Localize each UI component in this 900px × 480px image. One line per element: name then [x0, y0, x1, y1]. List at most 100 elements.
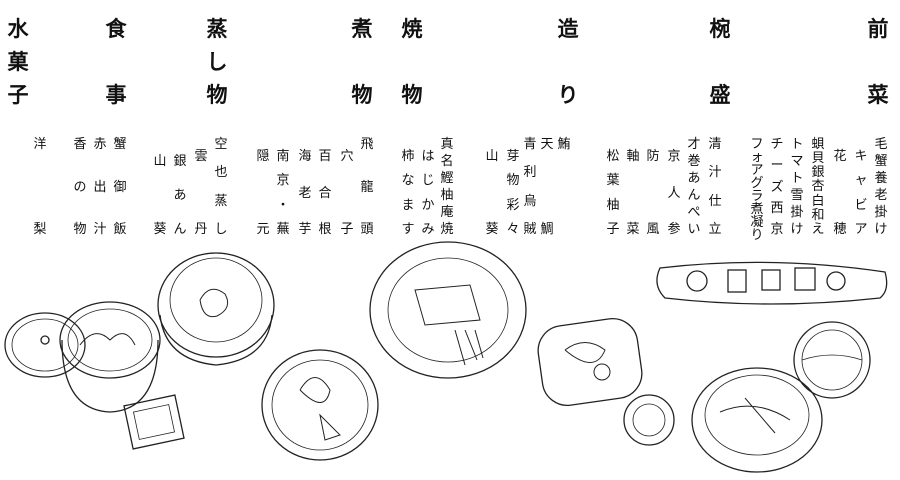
menu-item: 花穂	[831, 150, 849, 236]
menu-char: 蛽	[811, 137, 825, 152]
menu-item: チーズ西京	[768, 138, 786, 236]
menu-char: ラ	[750, 189, 764, 204]
menu-char: は	[421, 149, 435, 164]
menu-char: な	[401, 173, 415, 189]
heading-wanmori-2: 盛	[709, 82, 731, 107]
heading-mushimono-2: し	[206, 49, 228, 74]
heading-tsukuri-1: 造	[557, 16, 579, 41]
menu-char: 物	[506, 173, 520, 189]
menu-char: ・	[276, 197, 290, 213]
menu-char: 賊	[523, 221, 537, 237]
menu-char: 京	[276, 173, 290, 189]
menu-char: ア	[750, 163, 764, 178]
steamed-dish-illustration	[157, 252, 275, 366]
menu-item: 青利烏賊	[521, 138, 539, 236]
menu-char: 汁	[708, 165, 722, 181]
menu-char: す	[401, 221, 415, 237]
menu-char: 頭	[360, 222, 374, 237]
menu-char: じ	[421, 173, 435, 189]
menu-char: 葵	[485, 222, 499, 237]
menu-char: 香	[73, 137, 87, 152]
menu-char: 芽	[506, 149, 520, 164]
menu-item: 真名鰹柚庵焼	[438, 138, 456, 236]
menu-char: 梨	[33, 222, 47, 237]
menu-char: 柚	[440, 188, 454, 203]
menu-char: 蒸	[214, 193, 228, 209]
menu-char: フ	[750, 137, 764, 152]
menu-char: 焼	[440, 222, 454, 237]
menu-item: 赤出汁	[91, 138, 109, 236]
soup-bowl-illustration	[691, 321, 871, 473]
menu-char: 巻	[687, 154, 701, 169]
heading-shokuji-1: 食	[105, 16, 127, 41]
heading-wanmori-1: 椀	[709, 16, 731, 41]
menu-item: はじかみ	[419, 150, 437, 236]
menu-char: 物	[73, 222, 87, 237]
menu-char: 毛	[874, 137, 888, 152]
menu-char: マ	[790, 154, 804, 169]
menu-char: グ	[750, 176, 764, 191]
menu-char: 人	[667, 185, 681, 201]
menu-char: 山	[485, 149, 499, 164]
menu-char: 名	[440, 154, 454, 169]
menu-char: 隠	[256, 149, 270, 164]
menu-item: 防風	[644, 150, 662, 236]
menu-char: 蟹	[874, 154, 888, 169]
menu-char: 蕪	[276, 221, 290, 237]
menu-char: 蟹	[113, 137, 127, 152]
menu-char: 凝	[750, 215, 764, 230]
menu-item: キャビア	[852, 150, 870, 236]
menu-char: ズ	[770, 179, 784, 195]
menu-char: 貝	[811, 151, 825, 167]
menu-char: 京	[667, 149, 681, 164]
menu-item: 南京・蕪	[274, 150, 292, 236]
menu-char: 掛	[790, 205, 804, 220]
menu-char: 赤	[93, 137, 107, 152]
menu-char: キ	[854, 149, 868, 164]
menu-item: 山葵	[151, 155, 169, 236]
menu-char: み	[421, 221, 435, 237]
menu-char: 龍	[360, 179, 374, 195]
menu-char: ォ	[750, 150, 764, 165]
menu-item: 香の物	[71, 138, 89, 236]
heading-yakimono-2: 物	[401, 82, 423, 107]
menu-char: 和	[811, 207, 825, 223]
menu-item: 松葉柚子	[604, 150, 622, 236]
menu-item: 蛽貝銀杏白和え	[809, 138, 827, 236]
menu-char: 葉	[606, 173, 620, 189]
menu-char: 老	[298, 185, 312, 201]
heading-nimono-1: 煮	[351, 16, 373, 41]
menu-char: 銀	[811, 165, 825, 181]
heading-nimono-2: 物	[351, 82, 373, 107]
heading-yakimono-1: 焼	[401, 16, 423, 41]
menu-char: 掛	[874, 205, 888, 220]
menu-item: 雲丹	[192, 150, 210, 236]
menu-char: チ	[770, 137, 784, 152]
menu-char: 清	[708, 137, 722, 152]
menu-char: 鯛	[540, 222, 554, 237]
heading-mizugashi-3: 子	[7, 82, 29, 107]
menu-char: え	[811, 221, 825, 237]
menu-char: 杏	[811, 179, 825, 195]
menu-char: 軸	[626, 149, 640, 164]
heading-mizugashi-1: 水	[7, 16, 29, 41]
menu-item: 蟹御飯	[111, 138, 129, 236]
menu-char: り	[750, 228, 764, 243]
menu-item: 清汁仕立	[706, 138, 724, 236]
menu-char: ん	[173, 222, 187, 237]
menu-char: 松	[606, 149, 620, 164]
menu-char: い	[687, 222, 701, 237]
menu-char: 柚	[606, 197, 620, 213]
menu-char: 利	[523, 165, 537, 181]
menu-char: 銀	[173, 154, 187, 169]
menu-char: ま	[401, 197, 415, 213]
menu-item: 軸菜	[624, 150, 642, 236]
menu-char: 彩	[506, 197, 520, 213]
menu-char: 丹	[194, 222, 208, 237]
menu-char: ぺ	[687, 205, 701, 220]
menu-char: 出	[93, 179, 107, 195]
menu-item: 穴子	[338, 150, 356, 236]
menu-item: トマト雪掛け	[788, 138, 806, 236]
